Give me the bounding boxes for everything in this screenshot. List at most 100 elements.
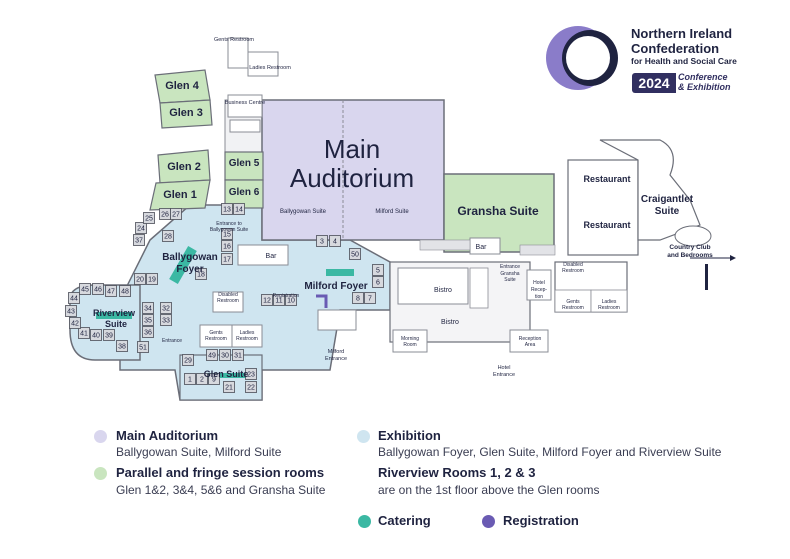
disabled-left-label-1: Disabled	[218, 292, 238, 298]
legend-catering-label: Catering	[378, 513, 431, 528]
stand-14: 14	[233, 203, 245, 215]
glen-2-label: Glen 2	[167, 161, 201, 173]
stand-44: 44	[68, 292, 80, 304]
restaurant-label-2: Restaurant	[583, 220, 630, 230]
ladies-left-label-1: Ladies	[240, 330, 255, 336]
stand-number: 44	[70, 296, 78, 303]
stand-20: 20	[134, 273, 146, 285]
stand-4: 4	[329, 235, 341, 247]
riverview-label-2: Suite	[105, 319, 127, 329]
stand-number: 24	[137, 226, 145, 233]
milford-entrance-label-1: Milford	[328, 349, 345, 355]
bar-label-1: Bar	[266, 253, 278, 260]
stand-number: 37	[135, 238, 143, 245]
stand-29: 29	[182, 354, 194, 366]
entrance-gransha-label-2: Gransha	[500, 271, 519, 277]
legend-parallel-title: Parallel and fringe session rooms	[116, 465, 325, 480]
stand-number: 5	[376, 268, 380, 275]
legend-riverview-desc: are on the 1st floor above the Glen room…	[378, 483, 600, 497]
disabled-right-label-1: Disabled	[563, 262, 583, 268]
stand-24: 24	[135, 222, 147, 234]
catering-marker-glen	[208, 373, 246, 378]
glen-3-room	[159, 99, 213, 129]
legend-exhibition-desc: Ballygowan Foyer, Glen Suite, Milford Fo…	[378, 445, 722, 459]
ladies-left-label-2: Restroom	[236, 336, 258, 342]
ladies-right-label-2: Restroom	[598, 305, 620, 311]
country-club-label-1: Country Club	[669, 244, 710, 251]
stand-number: 15	[223, 232, 231, 239]
stand-28: 28	[162, 230, 174, 242]
bistro-label-1: Bistro	[434, 287, 452, 294]
room-labels: Glen 4 Glen 3 Glen 2 Glen 1 Glen 5 Glen …	[93, 37, 713, 379]
craigantlet-label-2: Suite	[655, 206, 680, 217]
stand-number: 47	[107, 289, 115, 296]
craigantlet-label-1: Craigantlet	[641, 194, 694, 205]
stand-13: 13	[221, 203, 233, 215]
riverview-label-1: Riverview	[93, 308, 136, 318]
glen-3-label: Glen 3	[169, 107, 203, 119]
stand-2: 2	[196, 373, 208, 385]
stand-49: 49	[206, 349, 218, 361]
legend-exhibition-title: Exhibition	[378, 428, 441, 443]
confederation-logo-mark	[546, 26, 618, 90]
disabled-right-label-2: Restroom	[562, 268, 584, 274]
milford-entrance-label-2: Entrance	[325, 356, 347, 362]
stand-50: 50	[349, 248, 361, 260]
logo-org-line1: Northern Ireland	[631, 26, 733, 41]
stand-number: 14	[235, 207, 243, 214]
stand-34: 34	[142, 302, 154, 314]
stand-1: 1	[184, 373, 196, 385]
stand-number: 12	[263, 298, 271, 305]
stand-number: 48	[121, 289, 129, 296]
stand-number: 46	[94, 287, 102, 294]
stand-19: 19	[146, 273, 158, 285]
logo-org-line2: Confederation	[631, 41, 720, 56]
stand-9: 9	[208, 373, 220, 385]
stand-number: 41	[80, 331, 88, 338]
stand-42: 42	[69, 317, 81, 329]
stand-41: 41	[78, 327, 90, 339]
entrance-ballygowan-label-1: Entrance to	[216, 221, 242, 227]
stand-number: 3	[320, 239, 324, 246]
stand-number: 25	[145, 216, 153, 223]
stand-25: 25	[143, 212, 155, 224]
legend-registration-label: Registration	[503, 513, 579, 528]
stand-47: 47	[105, 285, 117, 297]
stand-number: 17	[223, 257, 231, 264]
country-club-label-2: and Bedrooms	[667, 252, 713, 259]
legend-riverview-title: Riverview Rooms 1, 2 & 3	[378, 465, 536, 480]
auditorium-swatch	[94, 430, 107, 443]
stand-39: 39	[103, 329, 115, 341]
stand-number: 45	[81, 287, 89, 294]
stand-number: 35	[144, 318, 152, 325]
stand-23: 23	[245, 368, 257, 380]
catering-swatch	[358, 515, 371, 528]
stand-number: 4	[333, 239, 337, 246]
entrance-ballygowan-label-2: Ballygowan Suite	[210, 227, 249, 233]
glen-5-room	[224, 151, 264, 181]
stand-46: 46	[92, 283, 104, 295]
bistro-label-2: Bistro	[441, 319, 459, 326]
stand-21: 21	[223, 381, 235, 393]
stand-number: 50	[351, 252, 359, 259]
gransha-suite-label: Gransha Suite	[457, 204, 539, 218]
stand-number: 7	[368, 296, 372, 303]
stand-35: 35	[142, 314, 154, 326]
stand-30: 30	[219, 349, 231, 361]
stand-12: 12	[261, 294, 273, 306]
stand-40: 40	[90, 329, 102, 341]
stand-number: 27	[172, 212, 180, 219]
stand-48: 48	[119, 285, 131, 297]
hotel-reception-label-3: tion	[535, 294, 543, 300]
gents-top-label: Gents Restroom	[214, 37, 254, 43]
stand-number: 38	[118, 344, 126, 351]
ladies-right-label-1: Ladies	[602, 299, 617, 305]
stand-8: 8	[352, 292, 364, 304]
stand-number: 10	[287, 298, 295, 305]
logo-event-line2: & Exhibition	[678, 82, 731, 92]
stand-number: 19	[148, 277, 156, 284]
legend-parallel-desc: Glen 1&2, 3&4, 5&6 and Gransha Suite	[116, 483, 326, 497]
stand-45: 45	[79, 283, 91, 295]
catering-marker-milford	[326, 269, 354, 276]
